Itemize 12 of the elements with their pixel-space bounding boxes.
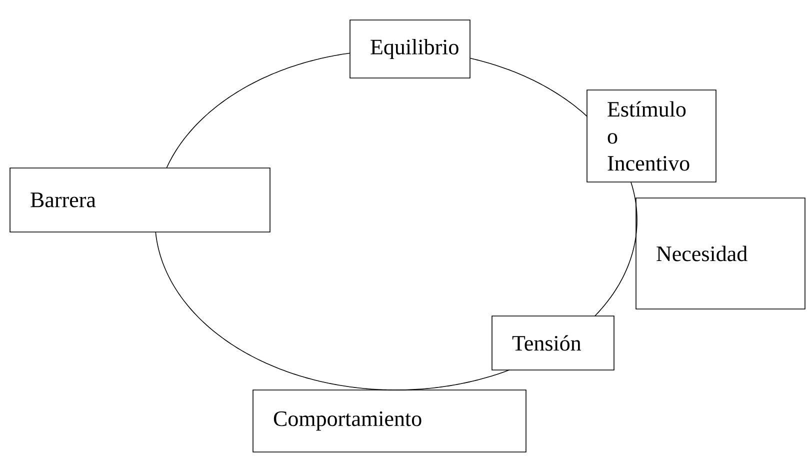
label-box: Barrera xyxy=(10,168,270,232)
cycle-arc xyxy=(155,232,391,390)
label-box: Tensión xyxy=(492,316,614,370)
cycle-arc xyxy=(470,58,588,117)
cycle-arc xyxy=(390,370,510,390)
label-box: Comportamiento xyxy=(252,390,526,452)
label-box: Estímulo o Incentivo xyxy=(586,90,716,182)
cycle-arc xyxy=(594,244,635,316)
cycle-arc xyxy=(166,52,350,168)
label-box: Equilibrio xyxy=(350,20,470,78)
cycle-arc xyxy=(630,182,638,246)
label-box: Necesidad xyxy=(636,198,806,310)
